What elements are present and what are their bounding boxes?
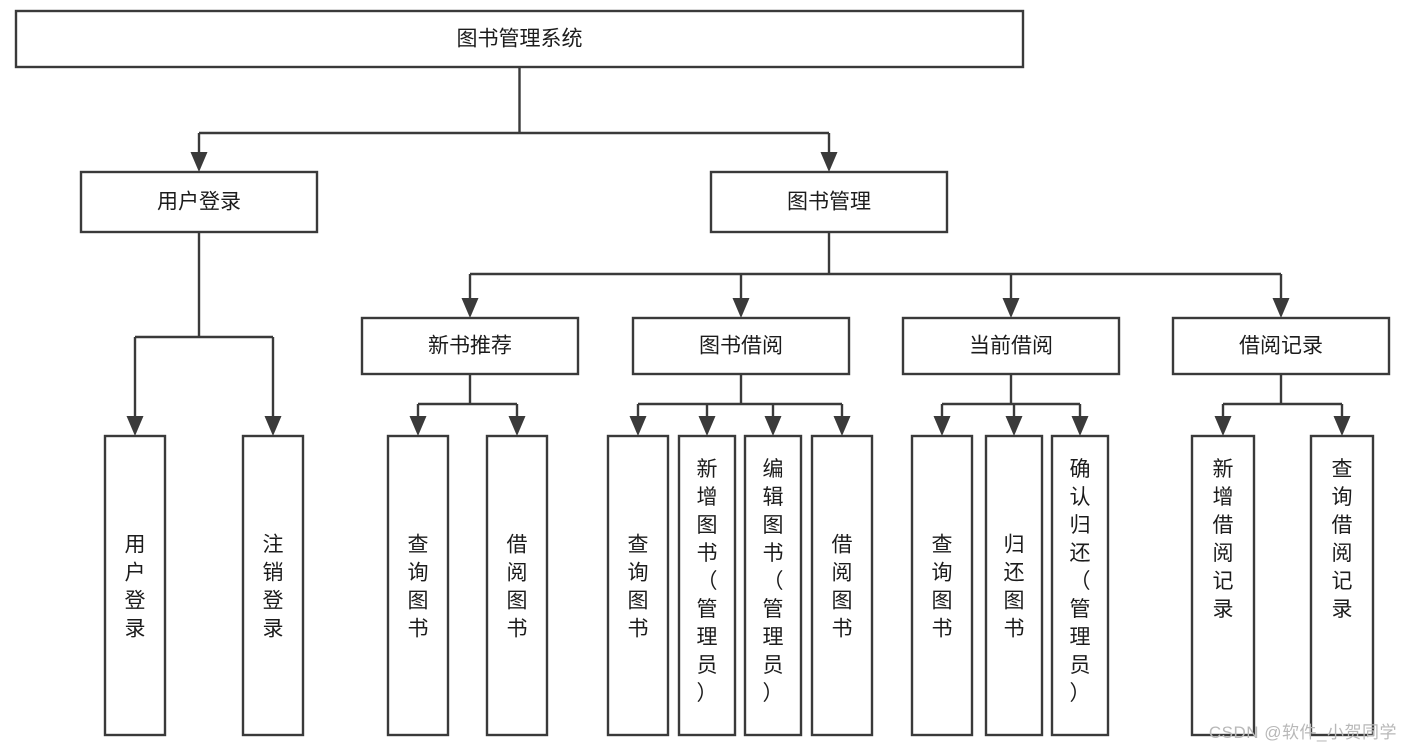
csdn-watermark: CSDN @软件_小贺同学	[1208, 723, 1397, 742]
arrow-head-icon	[1214, 416, 1232, 436]
arrow-head-icon	[409, 416, 427, 436]
arrow-head-icon	[1272, 298, 1290, 318]
node-label: 新书推荐	[428, 335, 512, 358]
node-l-borrow-book-2[interactable]: 借阅图书	[810, 434, 874, 737]
node-l-logout[interactable]: 注销登录	[241, 434, 305, 737]
arrow-head-icon	[698, 416, 716, 436]
node-label: 借阅图书	[832, 533, 853, 640]
node-label: 注销登录	[263, 533, 284, 640]
arrow-head-icon	[190, 152, 208, 172]
node-box[interactable]	[910, 434, 974, 737]
arrow-head-icon	[461, 298, 479, 318]
arrow-head-icon	[1333, 416, 1351, 436]
node-l-confirm-return[interactable]: 确认归还（管理员）	[1050, 434, 1110, 737]
connector-group-g-book-manage	[461, 232, 1290, 318]
node-box[interactable]	[14, 9, 1025, 69]
node-n-book-borrow[interactable]: 图书借阅	[631, 316, 851, 376]
node-l-add-record[interactable]: 新增借阅记录	[1190, 434, 1256, 737]
node-l-user-login[interactable]: 用户登录	[103, 434, 167, 737]
node-box[interactable]	[709, 170, 949, 234]
arrow-head-icon	[820, 152, 838, 172]
connector-group-g-user-login	[126, 232, 282, 436]
arrow-head-icon	[1071, 416, 1089, 436]
node-label: 查询图书	[408, 533, 429, 640]
node-label: 确认归还（管理员）	[1070, 458, 1091, 705]
node-box[interactable]	[1050, 434, 1110, 737]
node-box[interactable]	[631, 316, 851, 376]
node-label: 图书管理系统	[457, 28, 583, 51]
arrow-head-icon	[508, 416, 526, 436]
arrow-head-icon	[1002, 298, 1020, 318]
node-label: 用户登录	[157, 191, 241, 214]
node-box[interactable]	[901, 316, 1121, 376]
node-box[interactable]	[386, 434, 450, 737]
arrow-head-icon	[933, 416, 951, 436]
node-label: 借阅记录	[1239, 335, 1323, 358]
node-box[interactable]	[743, 434, 803, 737]
node-label: 借阅图书	[507, 533, 528, 640]
node-box[interactable]	[1171, 316, 1391, 376]
arrow-head-icon	[833, 416, 851, 436]
node-box[interactable]	[606, 434, 670, 737]
node-box[interactable]	[485, 434, 549, 737]
node-label: 图书借阅	[699, 335, 783, 358]
node-l-return-book[interactable]: 归还图书	[984, 434, 1044, 737]
node-n-new-book-rec[interactable]: 新书推荐	[360, 316, 580, 376]
arrow-head-icon	[629, 416, 647, 436]
connector-group-g-root	[190, 67, 838, 172]
node-box[interactable]	[1309, 434, 1375, 737]
node-label: 编辑图书（管理员）	[763, 458, 784, 705]
node-label: 归还图书	[1004, 533, 1025, 640]
connector-group-g-borrow-record	[1214, 374, 1351, 436]
connector-group-g-current-borrow	[933, 374, 1089, 436]
node-root[interactable]: 图书管理系统	[14, 9, 1025, 69]
node-l-query-book-3[interactable]: 查询图书	[910, 434, 974, 737]
node-n-user-login[interactable]: 用户登录	[79, 170, 319, 234]
node-label: 图书管理	[787, 191, 871, 214]
node-label: 用户登录	[125, 533, 146, 640]
node-label: 当前借阅	[969, 335, 1053, 358]
node-l-query-record[interactable]: 查询借阅记录	[1309, 434, 1375, 737]
node-box[interactable]	[984, 434, 1044, 737]
node-label: 新增图书（管理员）	[697, 458, 718, 705]
node-l-add-book[interactable]: 新增图书（管理员）	[677, 434, 737, 737]
node-l-query-book-2[interactable]: 查询图书	[606, 434, 670, 737]
arrow-head-icon	[264, 416, 282, 436]
node-box[interactable]	[103, 434, 167, 737]
node-label: 查询图书	[932, 533, 953, 640]
node-box[interactable]	[677, 434, 737, 737]
arrow-head-icon	[732, 298, 750, 318]
node-label: 查询借阅记录	[1332, 458, 1353, 621]
connector-group-g-book-borrow	[629, 374, 851, 436]
node-n-borrow-record[interactable]: 借阅记录	[1171, 316, 1391, 376]
node-l-edit-book[interactable]: 编辑图书（管理员）	[743, 434, 803, 737]
connector-group-g-new-book-rec	[409, 374, 526, 436]
node-n-current-borrow[interactable]: 当前借阅	[901, 316, 1121, 376]
connector-layer	[126, 67, 1351, 436]
node-l-query-book-1[interactable]: 查询图书	[386, 434, 450, 737]
node-label: 查询图书	[628, 533, 649, 640]
node-label: 新增借阅记录	[1213, 458, 1234, 621]
node-box[interactable]	[360, 316, 580, 376]
node-box[interactable]	[810, 434, 874, 737]
node-box[interactable]	[241, 434, 305, 737]
arrow-head-icon	[764, 416, 782, 436]
node-layer: 图书管理系统用户登录图书管理新书推荐图书借阅当前借阅借阅记录用户登录注销登录查询…	[14, 9, 1391, 737]
node-box[interactable]	[1190, 434, 1256, 737]
arrow-head-icon	[126, 416, 144, 436]
node-box[interactable]	[79, 170, 319, 234]
arrow-head-icon	[1005, 416, 1023, 436]
node-n-book-manage[interactable]: 图书管理	[709, 170, 949, 234]
node-l-borrow-book-1[interactable]: 借阅图书	[485, 434, 549, 737]
